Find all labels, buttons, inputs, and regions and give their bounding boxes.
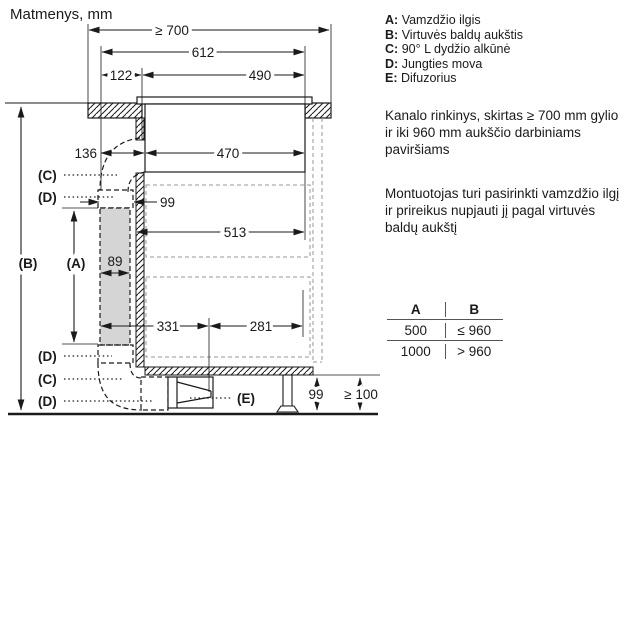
vertical-duct	[99, 207, 131, 346]
legend-item-A: A: Vamzdžio ilgis	[385, 13, 621, 28]
spec-table: A B 500 ≤ 960 1000 > 960	[387, 299, 503, 361]
dim-470: 470	[217, 146, 240, 161]
leg-foot	[275, 405, 300, 413]
dim-136: 136	[74, 146, 97, 161]
dimension-texts: ≥ 700 612 122 490 136 470 99 513 89 331 …	[74, 20, 380, 406]
countertop-section	[87, 102, 332, 119]
label-C-bottom: (C)	[38, 372, 57, 387]
dim-89: 89	[107, 254, 122, 269]
top-elbow-outer-curve	[99, 137, 141, 191]
spec-table-row-1: 500 ≤ 960	[387, 320, 503, 341]
legend-key-D: D:	[385, 56, 399, 71]
legend-label-D: Jungties mova	[401, 56, 483, 71]
leg-column	[282, 374, 293, 407]
legend: A: Vamzdžio ilgis B: Virtuvės baldų aukš…	[385, 13, 621, 86]
dim-99-duct: 99	[160, 195, 175, 210]
dim-281: 281	[250, 319, 273, 334]
legend-key-C: C:	[385, 42, 399, 57]
cabinet-leg	[275, 374, 300, 413]
cabinet-wall-stub	[135, 117, 145, 141]
dim-612: 612	[192, 45, 215, 60]
legend-item-E: E: Difuzorius	[385, 71, 621, 86]
cabinet-bottom-panel	[144, 366, 314, 376]
diffuser-funnel-bottom	[176, 396, 212, 404]
spec-table-cell: 500	[387, 322, 446, 338]
label-A: (A)	[67, 256, 86, 271]
note-installer: Montuotojas turi pasirinkti vamzdžio ilg…	[385, 186, 620, 235]
countertop-left-block	[87, 102, 143, 119]
dim-100: ≥ 100	[344, 387, 378, 402]
cabinet-interior-dashed	[145, 118, 323, 363]
spec-table-header-A: A	[387, 301, 446, 317]
diffuser	[167, 376, 214, 409]
dimension-lines	[17, 26, 364, 411]
dim-700: ≥ 700	[155, 23, 189, 38]
dim-331: 331	[157, 319, 180, 334]
installation-diagram: ≥ 700 612 122 490 136 470 99 513 89 331 …	[5, 20, 380, 416]
legend-label-B: Virtuvės baldų aukštis	[401, 27, 524, 42]
spec-table-header-row: A B	[387, 299, 503, 320]
notes: Kanalo rinkinys, skirtas ≥ 700 mm gylio …	[385, 107, 625, 263]
label-D-mid: (D)	[38, 349, 57, 364]
dim-490: 490	[249, 68, 272, 83]
top-elbow-inner-curve	[127, 171, 146, 193]
dim-122: 122	[110, 68, 133, 83]
label-D-bottom: (D)	[38, 394, 57, 409]
lower-compartment-outline	[145, 276, 311, 358]
hob-glass-top	[136, 96, 313, 105]
diffuser-funnel-top	[176, 381, 212, 392]
bottom-connector-sleeve	[97, 344, 134, 364]
spec-table-row-2: 1000 > 960	[387, 341, 503, 361]
legend-item-C: C: 90° L dydžio alkūnė	[385, 42, 621, 57]
letter-labels: (B) (A) (C) (D) (D) (C) (D) (E)	[15, 168, 255, 409]
top-connector-sleeve	[97, 189, 134, 209]
upper-compartment-outline	[145, 184, 311, 258]
label-D-top: (D)	[38, 190, 57, 205]
countertop-right-block	[304, 102, 332, 119]
legend-label-C: 90° L dydžio alkūnė	[401, 42, 511, 57]
legend-item-B: B: Virtuvės baldų aukštis	[385, 28, 621, 43]
spec-table-cell: ≤ 960	[457, 322, 492, 338]
diffuser-box	[167, 376, 214, 409]
legend-key-B: B:	[385, 27, 399, 42]
bottom-elbow-outer-curve	[97, 362, 143, 411]
spec-table-cell: > 960	[457, 343, 492, 359]
page-title: Matmenys, mm	[10, 6, 113, 23]
diffuser-connector-sleeve	[140, 376, 169, 411]
hob-body	[144, 103, 306, 173]
dim-513: 513	[224, 225, 247, 240]
note-duct-kit: Kanalo rinkinys, skirtas ≥ 700 mm gylio …	[385, 108, 619, 157]
spec-table-header-B: B	[469, 301, 480, 317]
dim-99-plinth: 99	[308, 387, 323, 402]
label-B: (B)	[19, 256, 38, 271]
label-leaders	[64, 174, 233, 402]
bottom-elbow-inner-curve	[129, 362, 142, 379]
label-E: (E)	[237, 391, 255, 406]
legend-label-E: Difuzorius	[400, 71, 457, 86]
legend-key-A: A:	[385, 13, 399, 27]
legend-item-D: D: Jungties mova	[385, 57, 621, 72]
hob-unit	[136, 96, 313, 173]
extension-lines	[62, 24, 332, 392]
legend-label-A: Vamzdžio ilgis	[401, 13, 481, 27]
spec-table-cell: 1000	[387, 343, 446, 359]
label-C-top: (C)	[38, 168, 57, 183]
legend-key-E: E:	[385, 71, 398, 86]
